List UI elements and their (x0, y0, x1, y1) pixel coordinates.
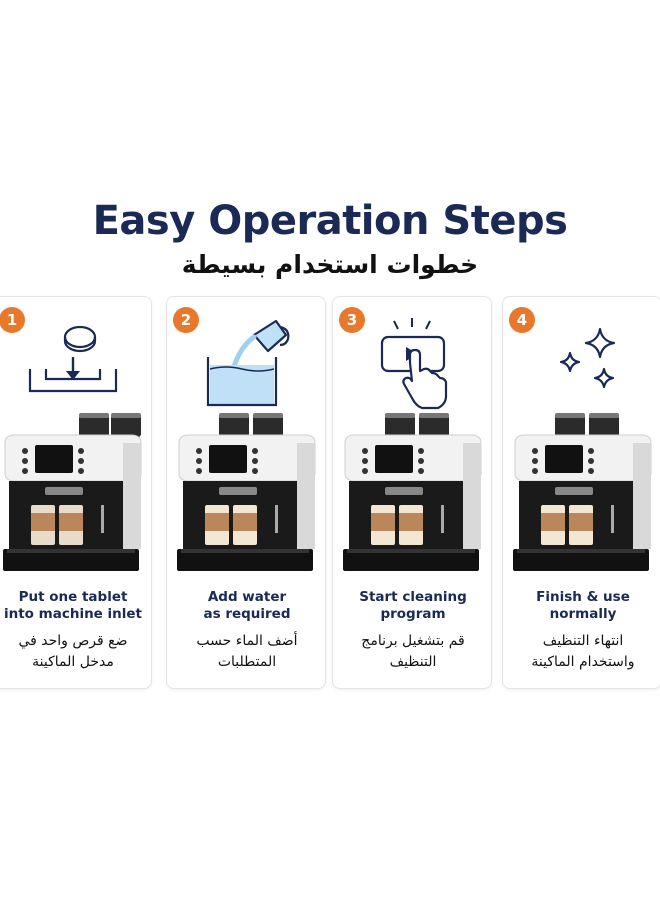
sparkles-icon (559, 327, 616, 389)
coffee-machine-image (177, 413, 316, 571)
steps-row: 1 Put on (0, 296, 660, 689)
step-label-english: Finish & use normally (536, 589, 630, 622)
tablet-into-inlet-icon (28, 325, 118, 393)
step-card-4: 4 Finish & use n (502, 296, 660, 689)
step-label-english: Put one tablet into machine inlet (3, 589, 143, 622)
step-number-badge: 1 (0, 307, 25, 333)
step-card-3: 3 (332, 296, 492, 689)
step-number-badge: 2 (173, 307, 199, 333)
step-number-badge: 3 (339, 307, 365, 333)
step-card-1: 1 Put on (0, 296, 152, 689)
page-title: Easy Operation Steps (92, 198, 568, 244)
coffee-machine-image (343, 413, 482, 571)
step-label-arabic: أضف الماء حسب المتطلبات (196, 633, 298, 670)
pour-water-icon (206, 319, 290, 407)
step-label-english: Add water as required (203, 589, 291, 622)
step-number-badge: 4 (509, 307, 535, 333)
step-card-2: 2 (166, 296, 326, 689)
step-label-english: Start cleaning program (359, 589, 467, 622)
step-label-arabic: انتهاء التنظيف واستخدام الماكينة (531, 633, 635, 670)
coffee-machine-image (513, 413, 652, 571)
step-label-arabic: ضع قرص واحد في مدخل الماكينة (18, 633, 128, 670)
page-subtitle-arabic: خطوات استخدام بسيطة (181, 250, 479, 279)
coffee-machine-image (3, 413, 142, 571)
press-play-button-icon (380, 318, 448, 410)
step-label-arabic: قم بتشغيل برنامج التنظيف (361, 633, 465, 670)
